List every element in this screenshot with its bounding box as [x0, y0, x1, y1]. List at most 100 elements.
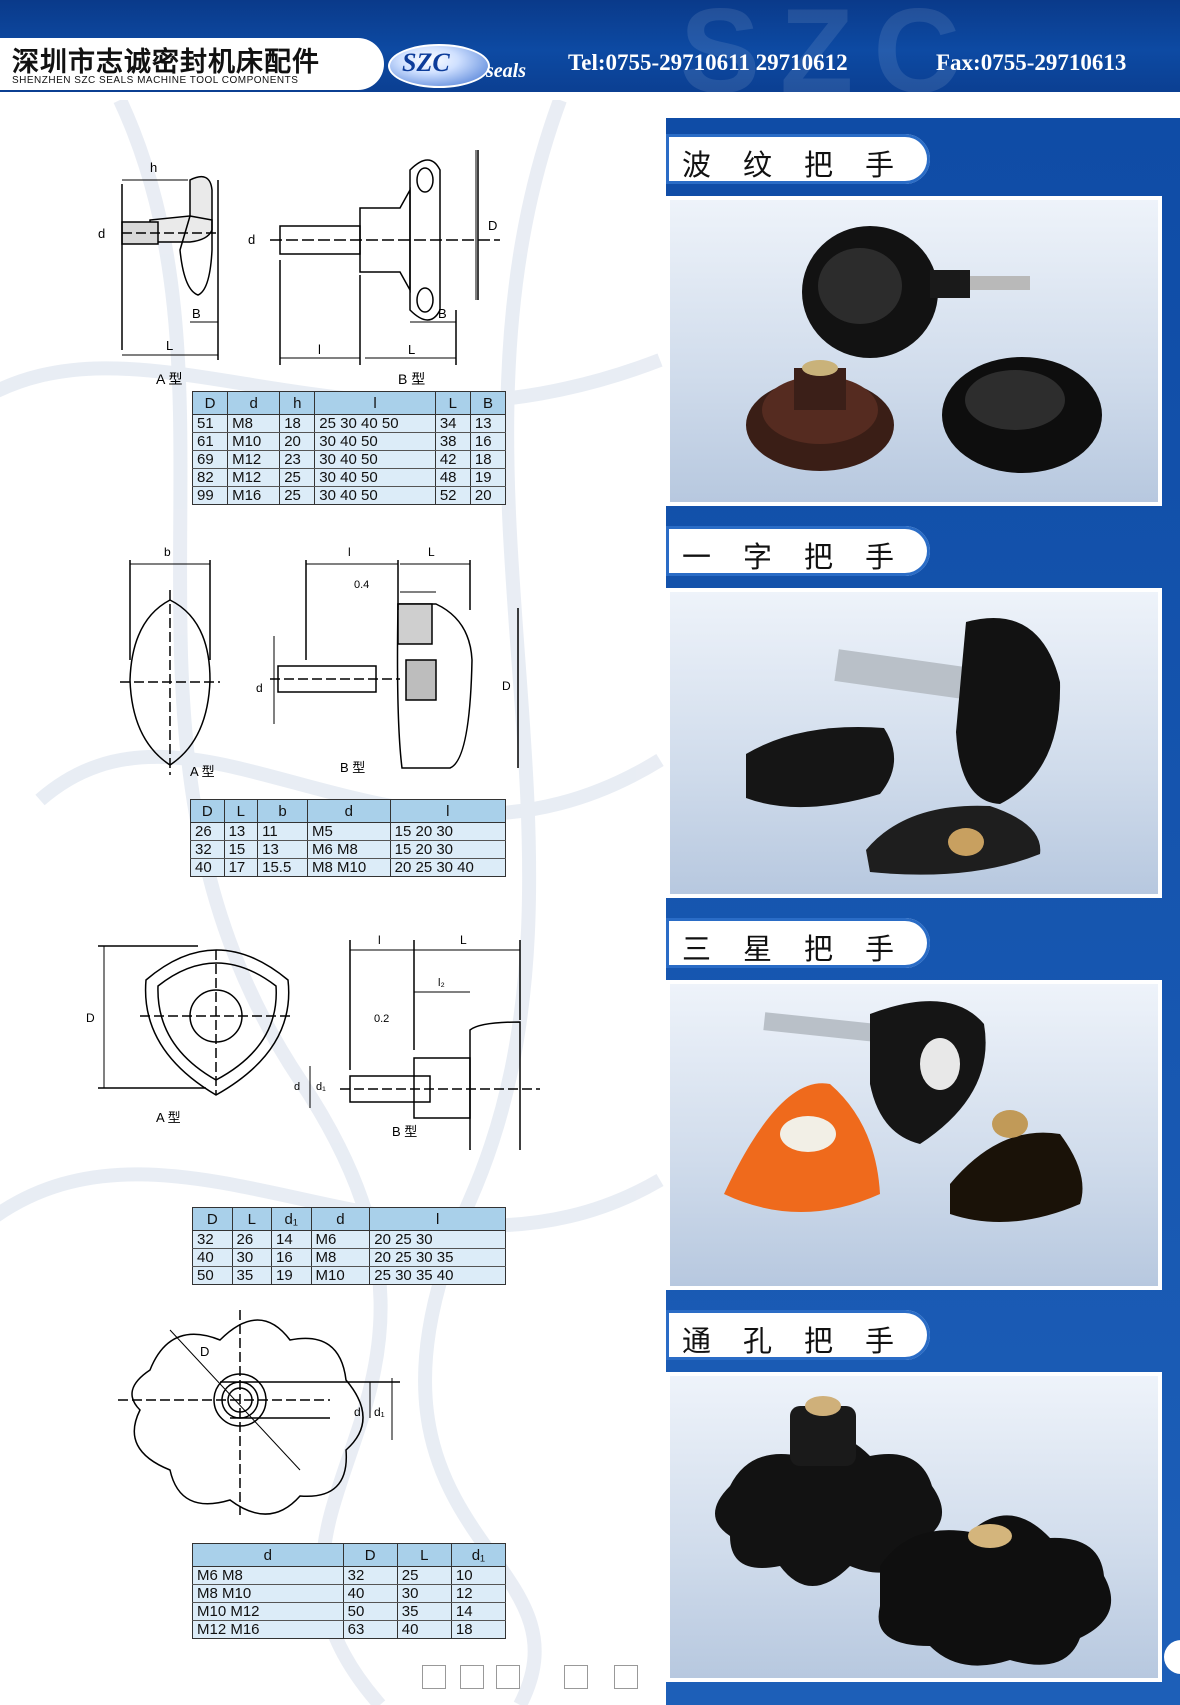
- dim-h: h: [150, 160, 157, 175]
- table-cell: 20: [469, 486, 507, 505]
- table-cell: 25: [279, 486, 316, 505]
- table-cell: 12: [450, 1584, 507, 1603]
- table-cell: 18: [279, 414, 316, 433]
- dim-b: b: [164, 545, 171, 559]
- table-cell: 17: [223, 858, 259, 877]
- footer-box: [460, 1665, 484, 1689]
- dim-D: D: [200, 1344, 209, 1359]
- page-corner-badge: [1164, 1640, 1180, 1674]
- telephone-numbers: Tel:0755-29710611 29710612: [568, 50, 848, 75]
- dim-d: d: [294, 1081, 300, 1093]
- table-cell: M8 M10: [307, 858, 391, 877]
- table-cell: 30 40 50: [314, 486, 436, 505]
- table-cell: 15 20 30: [389, 822, 507, 841]
- table-header: d₁: [271, 1207, 312, 1231]
- table-cell: 26: [231, 1230, 272, 1249]
- fluted-knob-photo-icon: [746, 226, 1102, 473]
- dim-L: L: [460, 933, 467, 947]
- table-header: L: [396, 1543, 452, 1567]
- table-cell: M8: [227, 414, 281, 433]
- product-photo-3: [666, 980, 1162, 1290]
- table-header: D: [192, 1207, 233, 1231]
- product-photo-2: [666, 588, 1162, 898]
- table-cell: 40: [342, 1584, 398, 1603]
- table-cell: 30: [396, 1584, 452, 1603]
- dim-l2: l₂: [438, 977, 445, 989]
- table-cell: 42: [434, 450, 471, 469]
- product-title-1: 波纹把手: [682, 148, 927, 182]
- table-cell: 15.5: [257, 858, 309, 877]
- table-cell: 30 40 50: [314, 432, 436, 451]
- footer-box: [496, 1665, 520, 1689]
- table-cell: 13: [469, 414, 507, 433]
- table-cell: 20: [279, 432, 316, 451]
- header-background-letters: SZC: [680, 0, 980, 92]
- wing-knob-photo-icon: [746, 618, 1061, 875]
- table-header: d: [307, 799, 391, 823]
- table-cell: 23: [279, 450, 316, 469]
- drawing-wing-knob: b l L 0.4 d D A 型 B 型: [120, 545, 519, 779]
- dim-B-a: B: [192, 306, 201, 321]
- table-cell: 51: [191, 414, 229, 433]
- table-cell: 18: [450, 1620, 507, 1639]
- star-knob-photo-icon: [715, 1396, 1112, 1666]
- table-cell: 20 25 30 35: [369, 1248, 506, 1267]
- label-type-a: A 型: [190, 764, 215, 779]
- table-cell: 14: [271, 1230, 312, 1249]
- table-cell: M6: [310, 1230, 371, 1249]
- table-cell: 40: [192, 1248, 233, 1267]
- table-header: h: [279, 391, 316, 415]
- table-cell: 35: [231, 1266, 272, 1285]
- table-cell: 63: [342, 1620, 398, 1639]
- product-title-tab-3: 三星把手: [666, 918, 930, 968]
- table-cell: 48: [434, 468, 471, 487]
- table-cell: 35: [396, 1602, 452, 1621]
- table-cell: 10: [450, 1566, 507, 1585]
- dim-d: d: [354, 1405, 361, 1419]
- company-name-cn: 深圳市志诚密封机床配件: [12, 47, 320, 78]
- table-cell: 11: [257, 822, 309, 841]
- table-cell: 19: [271, 1266, 312, 1285]
- table-header: d: [192, 1543, 344, 1567]
- table-cell: 25 30 35 40: [369, 1266, 506, 1285]
- table-cell: 82: [191, 468, 229, 487]
- table-header: D: [191, 391, 229, 415]
- table-cell: M12: [227, 450, 281, 469]
- table-cell: M8 M10: [192, 1584, 344, 1603]
- table-cell: 32: [190, 840, 225, 859]
- dim-d1: d₁: [316, 1081, 326, 1093]
- dim-L-b: L: [408, 342, 415, 357]
- table-cell: M12: [227, 468, 281, 487]
- table-cell: 69: [191, 450, 229, 469]
- table-header: l: [389, 799, 507, 823]
- table-header: d: [227, 391, 281, 415]
- dim-gap: 0.4: [354, 579, 369, 591]
- product-title-tab-4: 通孔把手: [666, 1310, 930, 1360]
- table-cell: 30 40 50: [314, 450, 436, 469]
- footer-box: [422, 1665, 446, 1689]
- table-header: D: [342, 1543, 398, 1567]
- table-cell: 25: [396, 1566, 452, 1585]
- table-cell: 15: [223, 840, 259, 859]
- dim-D: D: [86, 1011, 95, 1025]
- dim-B-b: B: [438, 306, 447, 321]
- dim-L: L: [428, 545, 435, 559]
- dim-D: D: [502, 679, 511, 693]
- table-cell: 61: [191, 432, 229, 451]
- table-cell: 30: [231, 1248, 272, 1267]
- logo-main-text: SZC: [402, 48, 450, 77]
- label-type-b: B 型: [392, 1124, 417, 1139]
- table-header: d₁: [450, 1543, 507, 1567]
- table-cell: 30 40 50: [314, 468, 436, 487]
- table-cell: 38: [434, 432, 471, 451]
- company-name-plate: [0, 38, 384, 90]
- table-cell: 40: [190, 858, 225, 877]
